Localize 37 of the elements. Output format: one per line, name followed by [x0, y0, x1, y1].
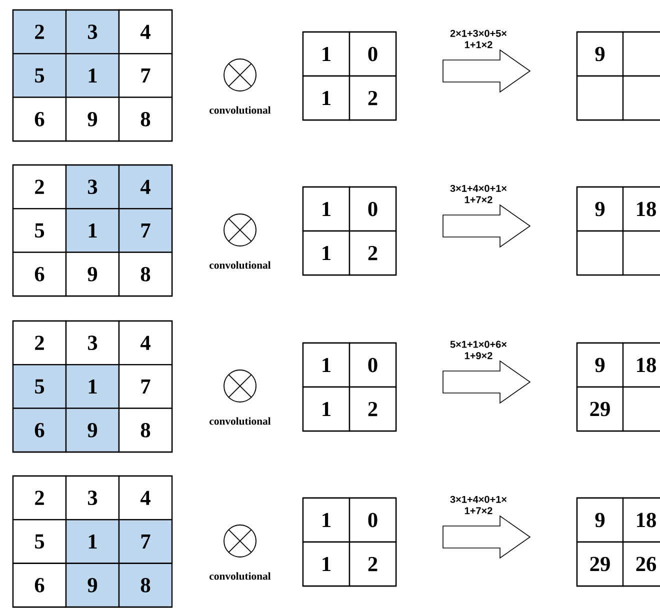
matrix-cell: 3: [65, 475, 120, 520]
matrix-cell: [576, 230, 624, 276]
matrix-cell: 9: [576, 497, 624, 543]
matrix-cell: [576, 75, 624, 121]
operator-label: convolutional: [210, 572, 271, 580]
block-arrow: [442, 360, 531, 404]
matrix-cell: 2: [12, 475, 67, 520]
matrix-cell: 9: [65, 562, 120, 608]
matrix-cell: 9: [576, 342, 624, 388]
matrix-cell: 4: [118, 475, 173, 520]
matrix-cell: 29: [576, 386, 624, 432]
matrix-cell: [622, 75, 660, 121]
matrix-cell: 9: [576, 186, 624, 232]
edge-label: 3×1+4×0+1× 1+7×2: [450, 184, 507, 204]
block-arrow: [442, 49, 531, 93]
block-arrow: [442, 204, 531, 248]
matrix-cell: 18: [622, 186, 660, 232]
block-arrow: [442, 515, 531, 559]
matrix-cell: 8: [118, 562, 173, 608]
matrix-cell: 18: [622, 342, 660, 388]
matrix-cell: 5: [12, 519, 67, 564]
edge-label: 5×1+1×0+6× 1+9×2: [450, 340, 507, 360]
edge-label: 2×1+3×0+5× 1+1×2: [450, 30, 507, 48]
operator-label: convolutional: [210, 261, 271, 269]
matrix-cell: [622, 31, 660, 77]
edge-label: 3×1+4×0+1× 1+7×2: [450, 496, 507, 514]
matrix-cell: [622, 230, 660, 276]
matrix-cell: 1: [65, 519, 120, 564]
matrix-cell: 29: [576, 541, 624, 587]
operator-label: convolutional: [210, 106, 271, 114]
matrix-cell: 7: [118, 519, 173, 564]
matrix-cell: 9: [576, 31, 624, 77]
matrix-cell: 18: [622, 497, 660, 543]
operator-label: convolutional: [210, 417, 271, 425]
matrix-cell: 26: [622, 541, 660, 587]
matrix-cell: [622, 386, 660, 432]
matrix-cell: 6: [12, 562, 67, 608]
